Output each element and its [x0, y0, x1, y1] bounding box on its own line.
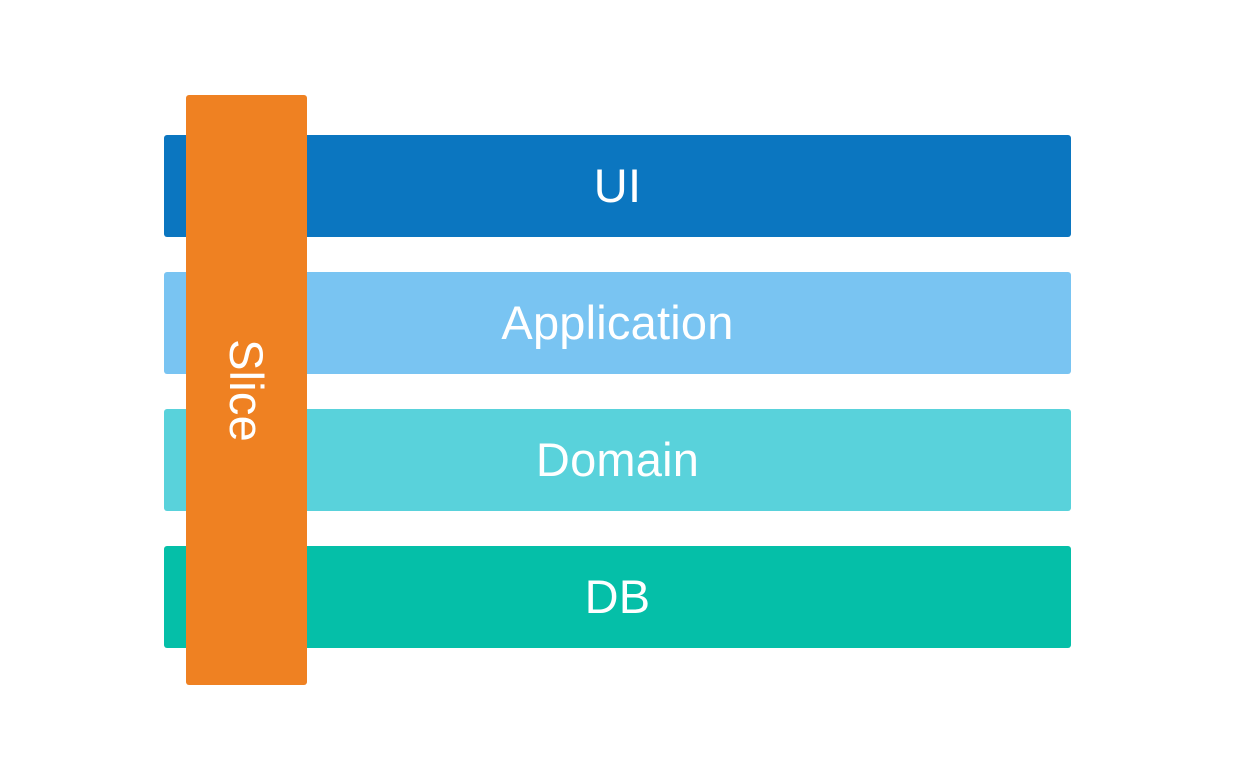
- layer-label-domain: Domain: [535, 432, 700, 486]
- layer-bar-db[interactable]: DB: [164, 546, 1071, 648]
- vertical-slice-label: Slice: [220, 338, 273, 442]
- layer-bar-application[interactable]: Application: [164, 272, 1071, 374]
- vertical-slice-bar[interactable]: Slice: [186, 95, 307, 685]
- layer-label-ui: UI: [593, 158, 642, 212]
- layer-bar-domain[interactable]: Domain: [164, 409, 1071, 511]
- layer-bar-ui[interactable]: UI: [164, 135, 1071, 237]
- layer-label-db: DB: [584, 569, 651, 623]
- layer-label-application: Application: [501, 295, 734, 349]
